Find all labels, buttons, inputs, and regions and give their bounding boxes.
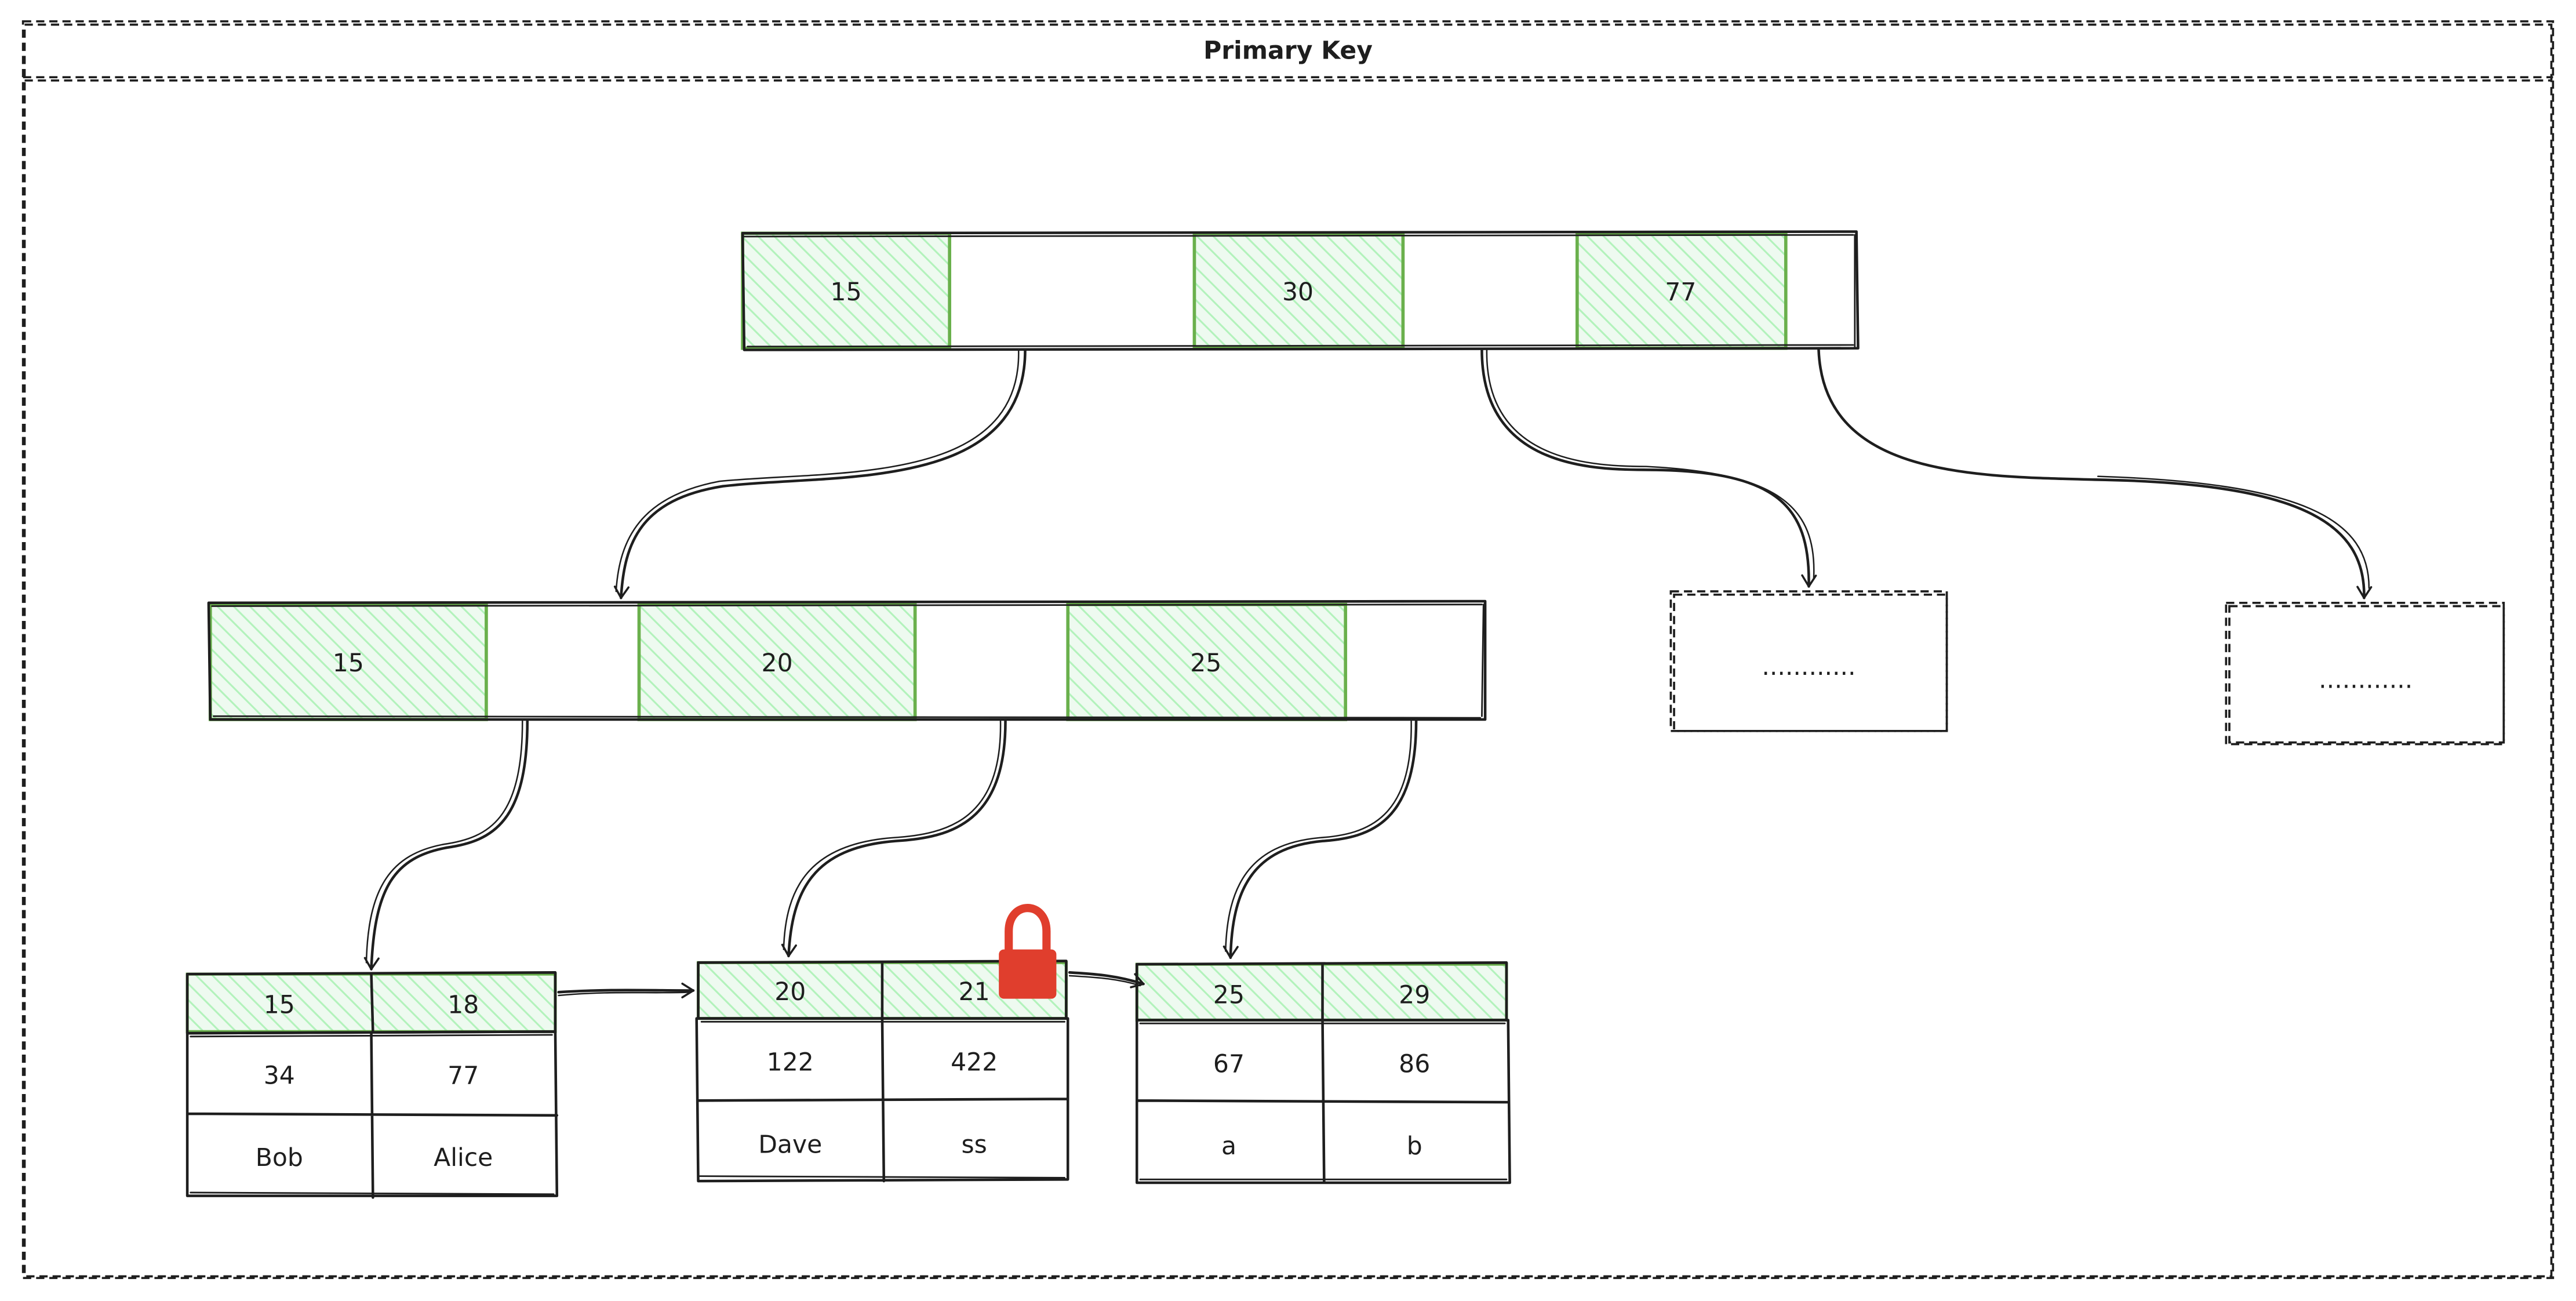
leaf-1-row1-col2: 77 [447,1062,479,1090]
placeholder-text-2: ............ [2319,666,2413,694]
leaf-2-row1-col1: 122 [767,1049,814,1077]
leaf-2-row1-col2: 422 [951,1049,998,1077]
leaf-2-row2-col1: Dave [758,1131,822,1159]
leaf-3-key-1: 25 [1213,981,1245,1009]
leaf-2-key-1: 20 [774,978,806,1006]
leaf-3-row1-col1: 67 [1213,1050,1245,1078]
internal-key-3: 25 [1190,649,1221,678]
arrow-root-to-placeholder-2 [1817,348,2373,599]
leaf-3-row2-col1: a [1221,1132,1236,1161]
leaf-1-key-1: 15 [264,991,295,1019]
leaf-node-3: 25 29 67 86 a b [1135,961,1511,1184]
outer-frame [21,20,2555,1280]
root-key-cell-1 [741,231,952,350]
arrow-internal-to-leaf-3 [1222,719,1418,960]
internal-key-2: 20 [762,649,793,678]
placeholder-node-1: ............ [1669,590,1948,732]
leaf-1-key-2: 18 [447,991,479,1019]
internal-node: 15 20 25 [207,599,1487,721]
internal-key-cell-2 [637,602,917,721]
title-bar [23,76,2553,82]
leaf-1-row2-col2: Alice [434,1144,493,1172]
leaf-1-row1-col1: 34 [264,1062,295,1090]
leaf-2-key-2: 21 [959,978,990,1006]
root-key-cell-3 [1575,231,1788,350]
root-key-2: 30 [1282,278,1314,307]
leaf-1-row2-col1: Bob [256,1144,303,1172]
arrow-internal-to-leaf-1 [363,719,529,971]
leaf-3-key-2: 29 [1399,981,1430,1009]
arrow-root-to-placeholder-1 [1480,348,1817,588]
arrow-leaf-2-to-leaf-3 [1068,971,1145,989]
arrow-leaf-1-to-leaf-2 [557,982,695,999]
root-key-1: 15 [831,278,862,307]
leaf-3-row1-col2: 86 [1399,1050,1430,1078]
leaf-3-row2-col2: b [1407,1132,1422,1161]
lock-icon [999,904,1057,999]
arrow-internal-to-leaf-2 [781,719,1007,958]
leaf-2-row2-col2: ss [962,1131,987,1159]
root-key-3: 77 [1665,278,1696,307]
diagram-title: Primary Key [1203,37,1373,65]
root-node: 15 30 77 [741,230,1860,351]
leaf-node-1: 15 18 34 77 Bob Alice [185,971,559,1199]
placeholder-node-2: ............ [2225,601,2505,746]
placeholder-text-1: ............ [1762,653,1855,681]
arrow-root-to-internal [613,348,1027,599]
internal-key-1: 15 [333,649,364,678]
